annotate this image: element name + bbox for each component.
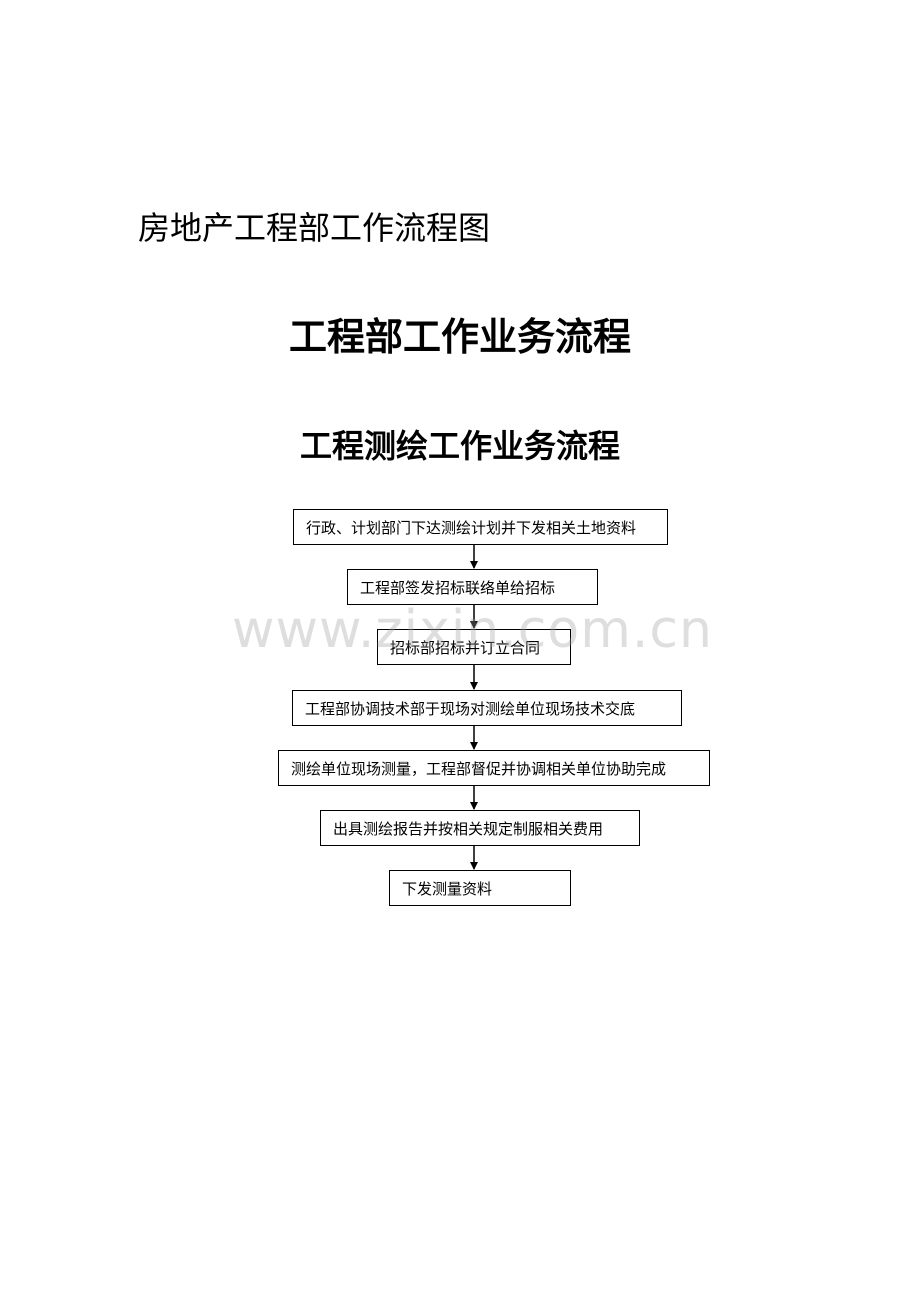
flow-step-1: 行政、计划部门下达测绘计划并下发相关土地资料 bbox=[293, 509, 668, 545]
flow-step-7: 下发测量资料 bbox=[389, 870, 571, 906]
flow-step-5: 测绘单位现场测量，工程部督促并协调相关单位协助完成 bbox=[278, 750, 710, 786]
sub-heading: 工程测绘工作业务流程 bbox=[299, 427, 620, 465]
main-heading: 工程部工作业务流程 bbox=[288, 314, 631, 359]
flow-step-2: 工程部签发招标联络单给招标 bbox=[347, 569, 598, 605]
flow-step-6: 出具测绘报告并按相关规定制服相关费用 bbox=[320, 810, 640, 846]
flow-step-3: 招标部招标并订立合同 bbox=[377, 629, 571, 665]
flow-step-4: 工程部协调技术部于现场对测绘单位现场技术交底 bbox=[292, 690, 682, 726]
document-title: 房地产工程部工作流程图 bbox=[138, 209, 491, 247]
